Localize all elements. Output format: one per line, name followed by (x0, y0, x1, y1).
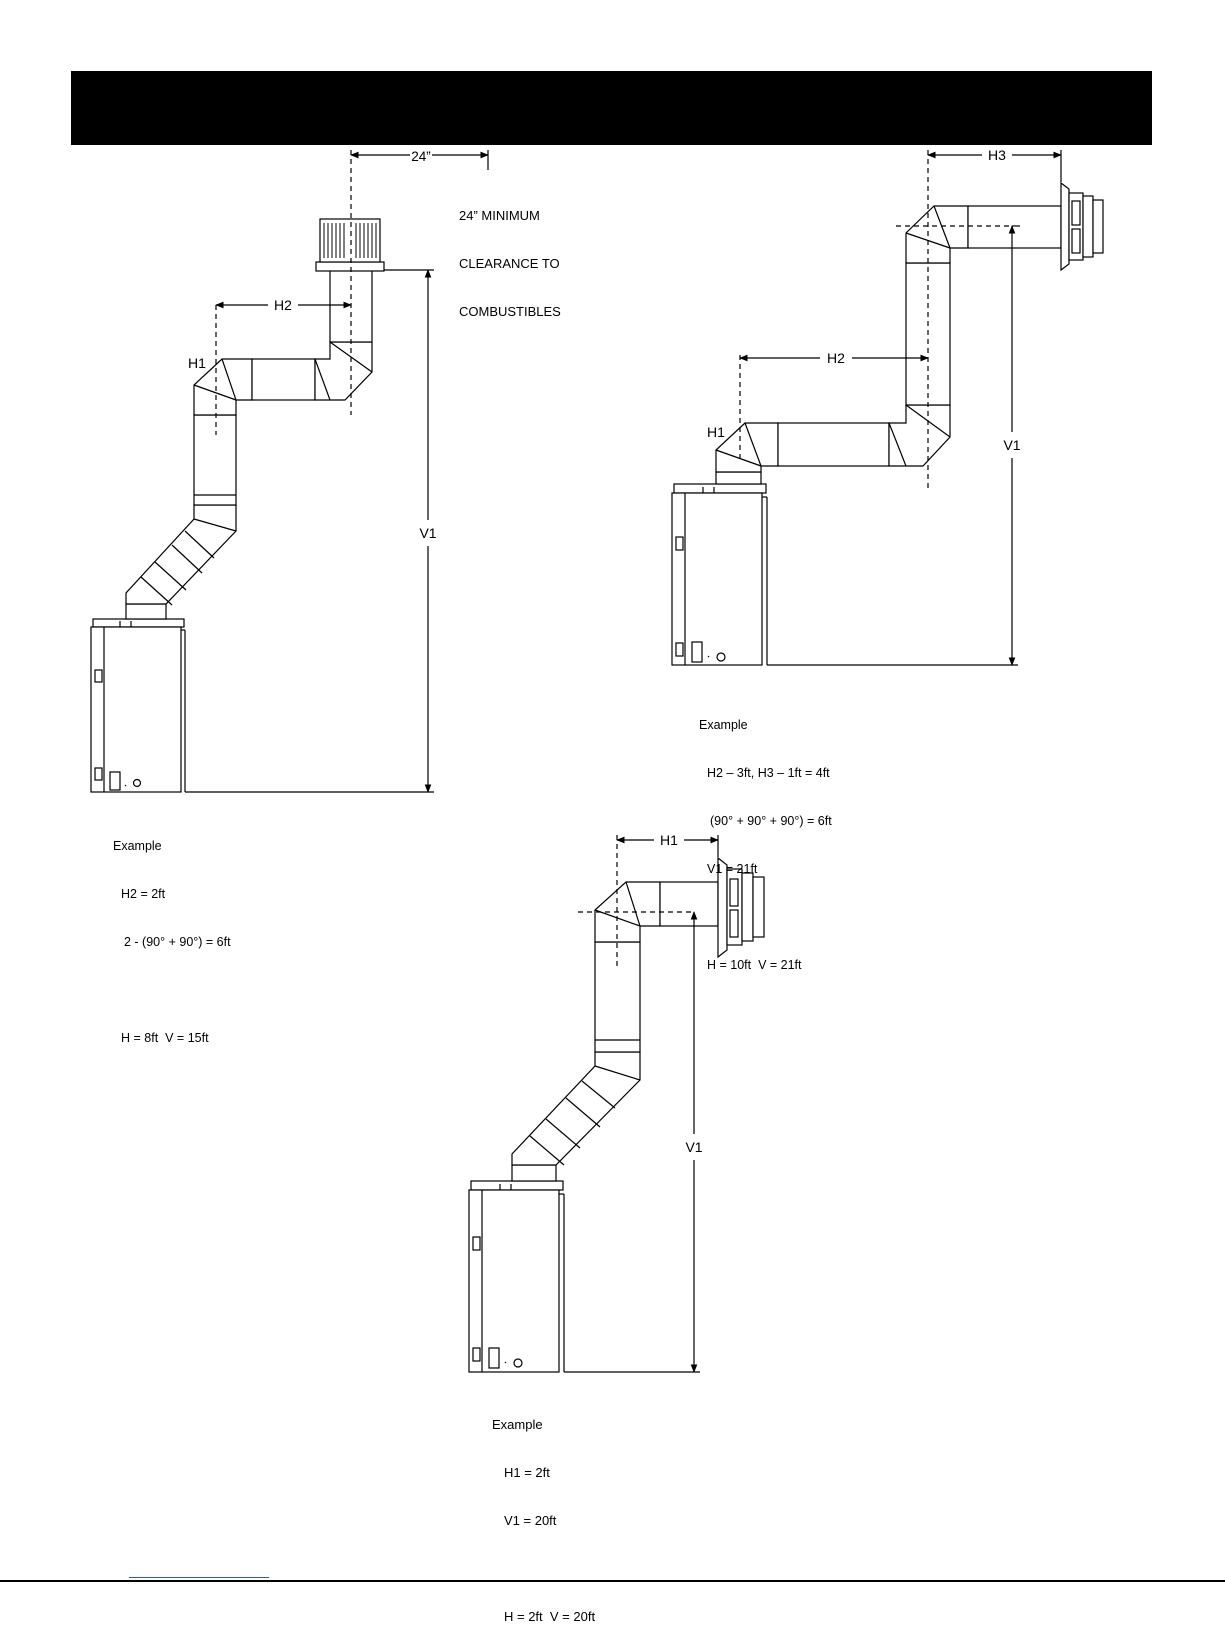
d3-example-line: V1 = 20ft (504, 1513, 557, 1528)
d1-clearance-line: 24” MINIMUM (459, 208, 540, 223)
d3-example-title: Example (492, 1417, 543, 1432)
venting-diagram: 24” H2 H1 V1 (90, 147, 1104, 1373)
d3-v1-label: V1 (685, 1139, 702, 1155)
appliance-1 (90, 618, 186, 793)
d1-h1-label: H1 (188, 355, 206, 371)
d1-v1-label: V1 (419, 525, 436, 541)
d2-example-line: (90° + 90° + 90°) = 6ft (710, 814, 832, 828)
appliance-3 (468, 1180, 565, 1373)
footer-rule (0, 1580, 1225, 1582)
cap-louvers-1 (323, 223, 377, 258)
d1-example-note: Example H2 = 2ft 2 - (90° + 90°) = 6ft H… (113, 806, 231, 1062)
d2-example-line (699, 909, 832, 925)
diagram-3 (468, 835, 765, 1373)
horizontal-terminal-2 (1060, 181, 1104, 272)
d3-example-total: H = 2ft V = 20ft (504, 1609, 596, 1624)
d2-example-note: Example H2 – 3ft, H3 – 1ft = 4ft (90° + … (699, 685, 832, 989)
d3-example-note: Example H1 = 2ft V1 = 20ft H = 2ft V = 2… (492, 1385, 595, 1641)
footer-link-underline (129, 1577, 269, 1578)
d2-v1-label: V1 (1003, 437, 1020, 453)
d1-example-total: H = 8ft V = 15ft (121, 1031, 209, 1045)
d2-h1-label: H1 (707, 424, 725, 440)
d3-h1-label: H1 (660, 832, 678, 848)
d2-example-line: H2 – 3ft, H3 – 1ft = 4ft (707, 766, 830, 780)
header-bar (71, 71, 1152, 145)
d2-example-total: H = 10ft V = 21ft (707, 958, 802, 972)
d1-example-title: Example (113, 839, 162, 853)
d2-example-line: V1 = 21ft (707, 862, 758, 876)
diagram-1 (90, 150, 489, 793)
horizontal-terminal-3 (717, 856, 765, 959)
d1-clearance-note: 24” MINIMUM CLEARANCE TO COMBUSTIBLES (459, 176, 561, 336)
d2-example-title: Example (699, 718, 748, 732)
d1-dim-24: 24” (411, 149, 431, 164)
d3-example-line: H1 = 2ft (504, 1465, 550, 1480)
d1-example-line: H2 = 2ft (121, 887, 166, 901)
d3-example-line (492, 1561, 595, 1577)
d1-clearance-line: COMBUSTIBLES (459, 304, 561, 319)
d2-h3-label: H3 (988, 147, 1006, 163)
appliance-2 (671, 483, 768, 666)
d1-clearance-line: CLEARANCE TO (459, 256, 560, 271)
d1-h2-label: H2 (274, 297, 292, 313)
d1-example-line (113, 982, 231, 998)
diagram-2 (671, 150, 1104, 666)
d2-h2-label: H2 (827, 350, 845, 366)
d1-example-line: 2 - (90° + 90°) = 6ft (124, 935, 231, 949)
